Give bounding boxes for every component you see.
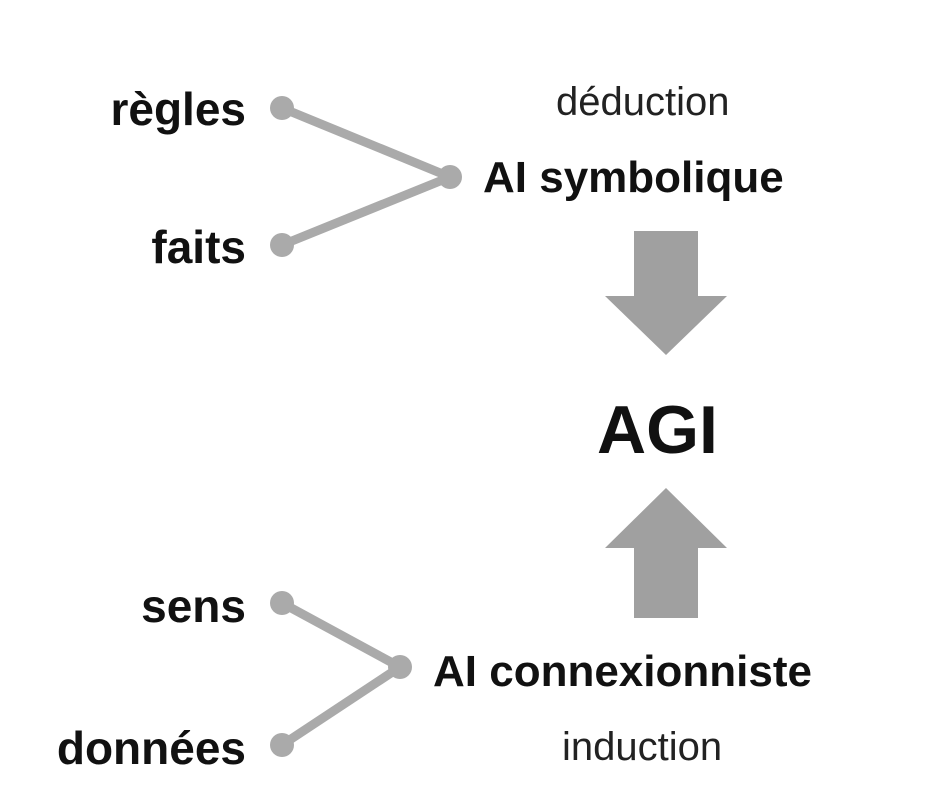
goal-label-agi: AGI: [597, 392, 718, 468]
approach-label-connexionniste: AI connexionniste: [433, 647, 812, 696]
approach-label-symbolique: AI symbolique: [483, 153, 784, 202]
node-regles: [270, 96, 294, 120]
node-symbolique: [438, 165, 462, 189]
arrow-up-icon: [605, 488, 727, 618]
connector-donnees-connexionniste: [279, 663, 403, 749]
method-label-induction: induction: [562, 725, 723, 769]
node-faits: [270, 233, 294, 257]
input-label-sens: sens: [141, 580, 246, 632]
node-donnees: [270, 733, 294, 757]
input-label-faits: faits: [151, 221, 246, 273]
node-sens: [270, 591, 294, 615]
input-label-donnees: données: [56, 722, 246, 774]
connector-faits-symbolique: [280, 172, 452, 250]
connector-regles-symbolique: [280, 103, 452, 182]
method-label-deduction: déduction: [556, 80, 730, 124]
connector-sens-connexionniste: [279, 599, 403, 671]
node-connexionniste: [388, 655, 412, 679]
arrow-down-icon: [605, 231, 727, 355]
input-label-regles: règles: [110, 83, 246, 135]
